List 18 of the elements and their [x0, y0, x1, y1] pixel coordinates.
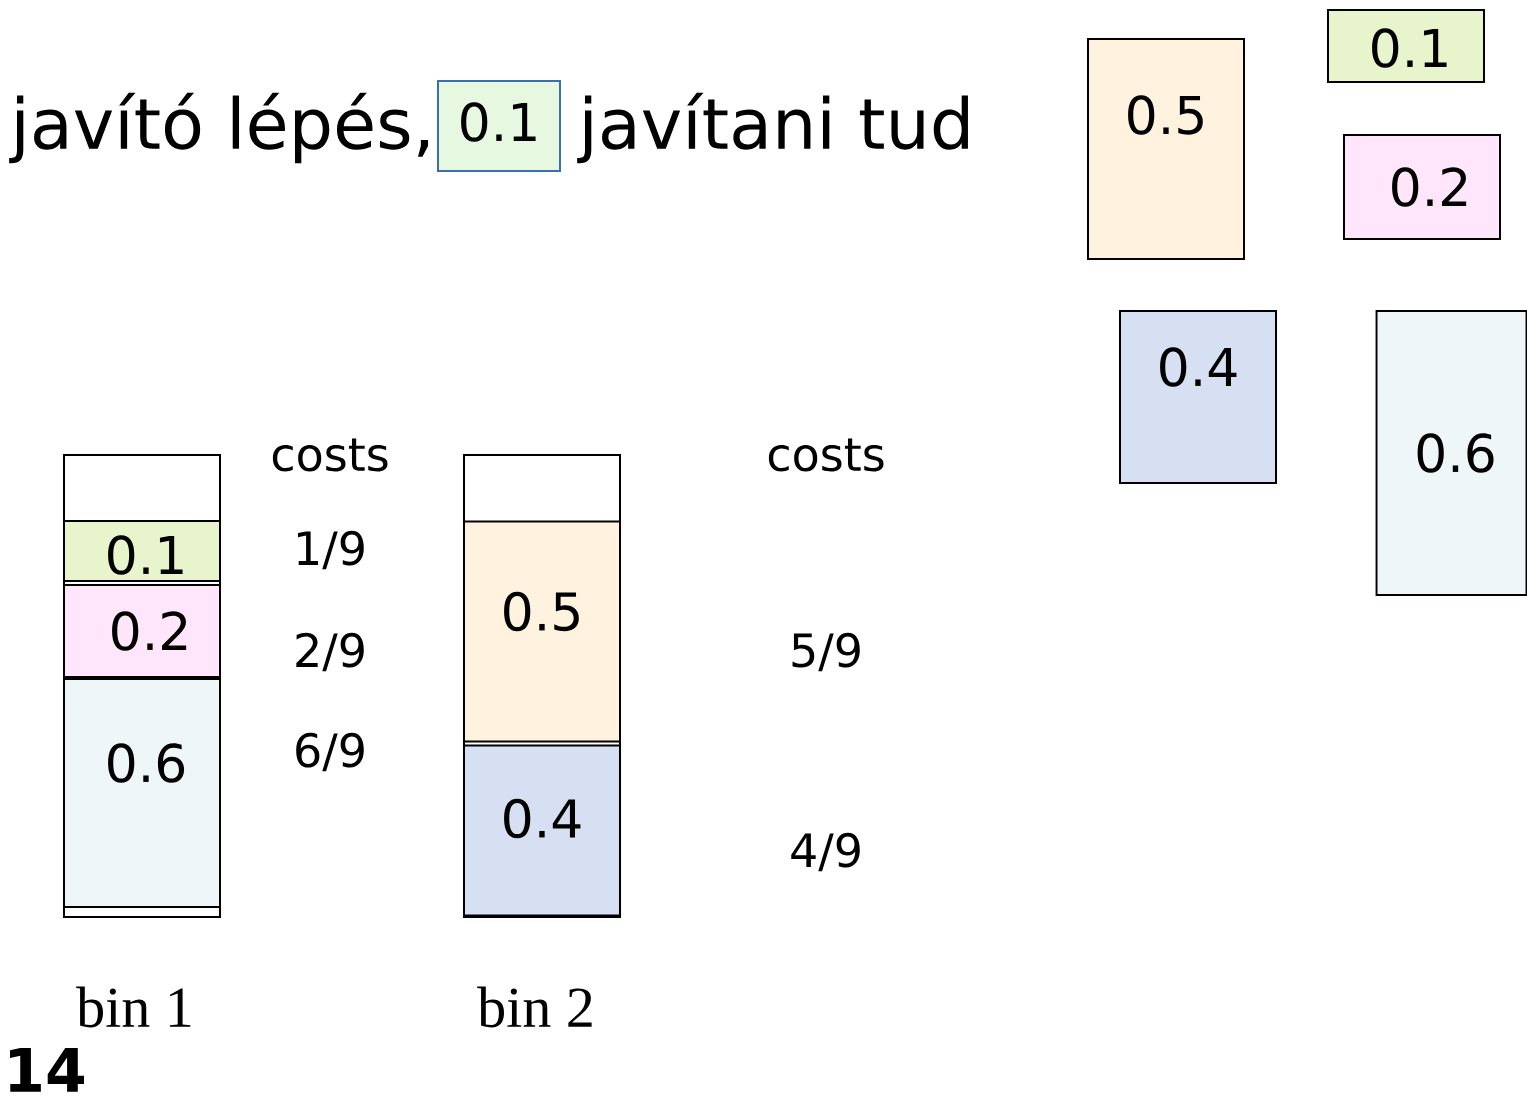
cost-label: 4/9 [791, 832, 860, 872]
bin-label: bin 2 [477, 986, 592, 1028]
cost-label: costs [272, 438, 388, 472]
number-box: 0.4 [1119, 310, 1277, 484]
heading-text: javítani tud [577, 92, 968, 164]
number-box: 0.1 [1327, 9, 1485, 83]
cost-label: costs [768, 438, 884, 472]
number-box: 0.6 [1375, 310, 1527, 596]
number-box: 0.5 [1087, 38, 1245, 260]
number-box: 0.1 [437, 80, 561, 172]
heading-text: javító lépés, [9, 92, 429, 164]
cost-label: 5/9 [792, 632, 860, 672]
bin-label: bin 1 [76, 986, 191, 1028]
cost-label: 2/9 [296, 632, 364, 672]
number-box: 0.2 [1343, 134, 1501, 240]
cost-label: 6/9 [296, 732, 364, 772]
cost-label: 1/9 [298, 530, 364, 570]
page-number: 14 [10, 1048, 84, 1092]
